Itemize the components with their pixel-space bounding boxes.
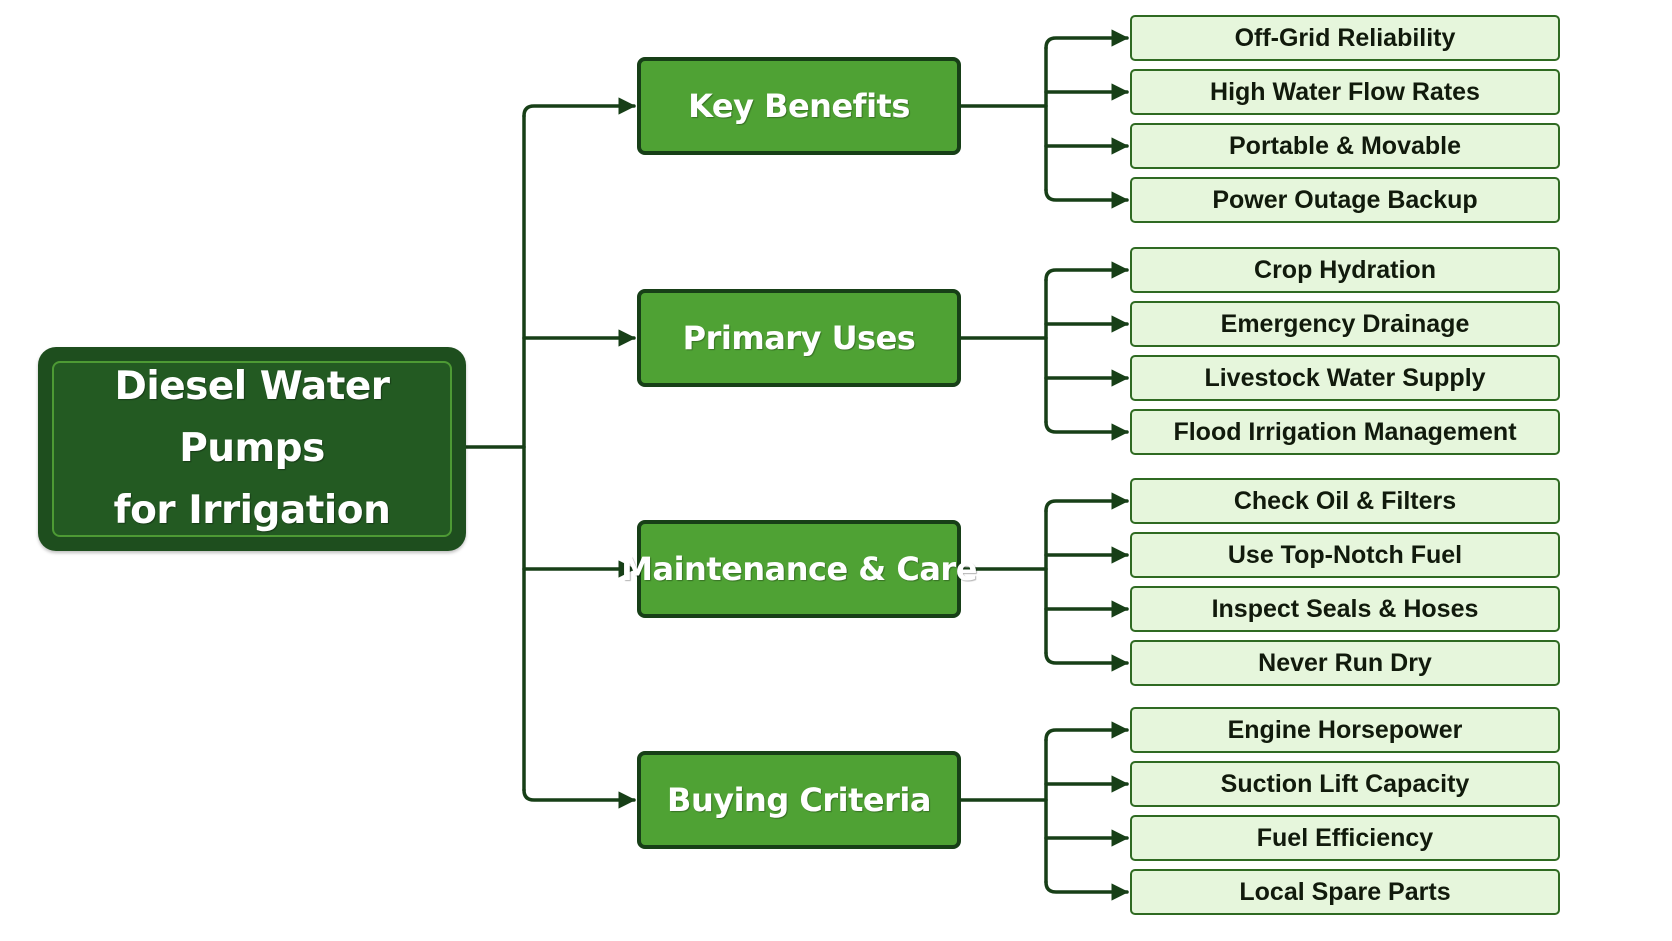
arrow-to-leaf-2-3 bbox=[1044, 651, 1129, 672]
leaf-flood-irrigation-management: Flood Irrigation Management bbox=[1130, 409, 1560, 455]
leaf-emergency-drainage: Emergency Drainage bbox=[1130, 301, 1560, 347]
arrow-to-leaf-1-3 bbox=[1044, 420, 1129, 441]
leaf-never-run-dry: Never Run Dry bbox=[1130, 640, 1560, 686]
arrow-to-leaf-3-3 bbox=[1044, 880, 1129, 901]
leaf-check-oil-filters: Check Oil & Filters bbox=[1130, 478, 1560, 524]
leaf-high-water-flow-rates: High Water Flow Rates bbox=[1130, 69, 1560, 115]
leaf-off-grid-reliability: Off-Grid Reliability bbox=[1130, 15, 1560, 61]
category-maintenance-care: Maintenance & Care bbox=[621, 520, 977, 618]
root-node-inner: Diesel Water Pumps for Irrigation bbox=[52, 361, 452, 537]
category-key-benefits: Key Benefits bbox=[637, 57, 961, 155]
category-primary-uses: Primary Uses bbox=[637, 289, 961, 387]
arrow-to-leaf-1-0 bbox=[1044, 261, 1129, 282]
arrow-to-leaf-0-0 bbox=[1044, 29, 1129, 50]
category-buying-criteria: Buying Criteria bbox=[637, 751, 961, 849]
leaf-livestock-water-supply: Livestock Water Supply bbox=[1130, 355, 1560, 401]
leaf-use-top-notch-fuel: Use Top-Notch Fuel bbox=[1130, 532, 1560, 578]
leaf-local-spare-parts: Local Spare Parts bbox=[1130, 869, 1560, 915]
root-node: Diesel Water Pumps for Irrigation bbox=[38, 347, 466, 551]
leaf-power-outage-backup: Power Outage Backup bbox=[1130, 177, 1560, 223]
leaf-portable-movable: Portable & Movable bbox=[1130, 123, 1560, 169]
arrow-to-leaf-3-0 bbox=[1044, 721, 1129, 742]
leaf-inspect-seals-hoses: Inspect Seals & Hoses bbox=[1130, 586, 1560, 632]
root-title-line-1: Diesel Water Pumps bbox=[114, 364, 390, 471]
root-title: Diesel Water Pumps for Irrigation bbox=[54, 356, 450, 542]
arrow-to-leaf-2-0 bbox=[1044, 492, 1129, 513]
root-title-line-2: for Irrigation bbox=[113, 488, 391, 533]
leaf-engine-horsepower: Engine Horsepower bbox=[1130, 707, 1560, 753]
arrow-to-leaf-0-3 bbox=[1044, 188, 1129, 209]
leaf-fuel-efficiency: Fuel Efficiency bbox=[1130, 815, 1560, 861]
leaf-crop-hydration: Crop Hydration bbox=[1130, 247, 1560, 293]
leaf-suction-lift-capacity: Suction Lift Capacity bbox=[1130, 761, 1560, 807]
branch-to-category-3 bbox=[522, 788, 636, 809]
branch-to-category-0 bbox=[522, 97, 636, 118]
